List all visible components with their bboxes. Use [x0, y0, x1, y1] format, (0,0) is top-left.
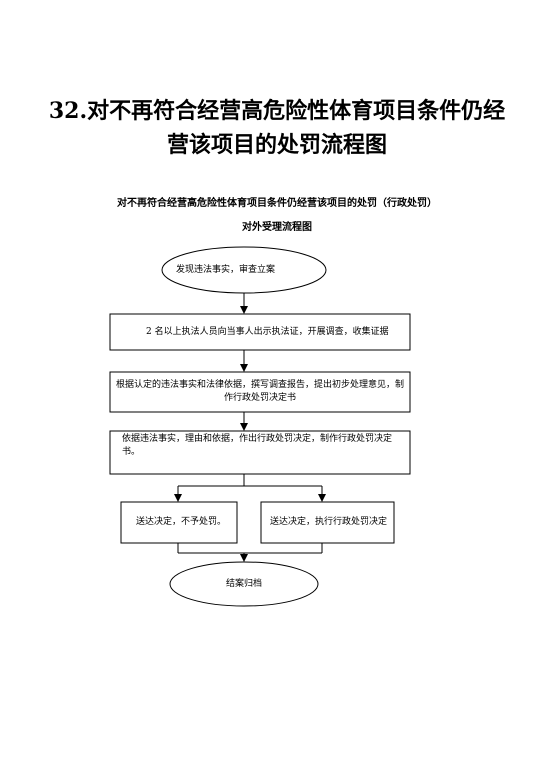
- investigate-box: [109, 313, 411, 351]
- diagram-subtitle: 对外受理流程图: [242, 222, 312, 233]
- decision-node-text: 依据违法事实，理由和依据，作出行政处罚决定，制作行政处罚决定书。: [122, 434, 393, 457]
- page-title: 32.对不再符合经营高危险性体育项目条件仍经 营该项目的处罚流程图: [20, 94, 534, 162]
- archive-ellipse: [169, 561, 319, 607]
- opinion-node-text: 根据认定的违法事实和法律依据，撰写调查报告，提出初步处理意见，制作行政处罚决定书: [115, 380, 404, 403]
- investigate-node-text: 2 名以上执法人员向当事人出示执法证，开展调查，收集证据: [146, 326, 389, 337]
- execute-node-text: 送达决定，执行行政处罚决定: [270, 517, 388, 527]
- page-title-line-1: 32.对不再符合经营高危险性体育项目条件仍经: [48, 98, 506, 124]
- page-title-line-2: 营该项目的处罚流程图: [166, 132, 387, 158]
- start-node-text: 发现违法事实，审查立案: [176, 264, 276, 275]
- opinion-box: [109, 371, 411, 413]
- execute-box: [260, 501, 395, 544]
- archive-node-text: 结案归档: [225, 578, 262, 589]
- no-penalty-node-text: 送达决定，不予处罚。: [136, 517, 227, 527]
- decision-box: [109, 430, 411, 475]
- diagram-title: 对不再符合经营高危险性体育项目条件仍经营该项目的处罚（行政处罚）: [117, 198, 437, 209]
- no-penalty-box: [120, 501, 238, 544]
